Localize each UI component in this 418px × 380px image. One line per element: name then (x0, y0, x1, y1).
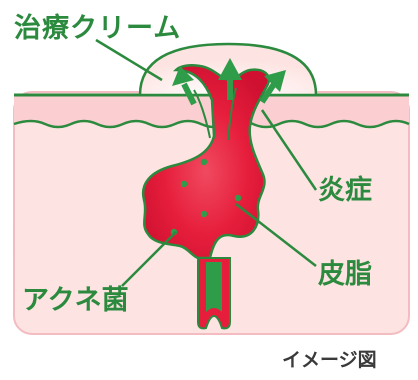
leader-line-cream (96, 40, 162, 80)
label-inflammation: 炎症 (318, 168, 372, 207)
image-note-caption: イメージ図 (282, 345, 377, 372)
label-acne-bacteria: アクネ菌 (22, 278, 129, 317)
bacteria-dot (201, 159, 207, 165)
bacteria-dot (235, 195, 241, 201)
label-treatment-cream: 治療クリーム (14, 6, 181, 45)
bacteria-dot (201, 211, 207, 217)
sebaceous-gland-core (206, 262, 222, 312)
bacteria-dot (181, 181, 187, 187)
label-sebum: 皮脂 (318, 252, 372, 291)
